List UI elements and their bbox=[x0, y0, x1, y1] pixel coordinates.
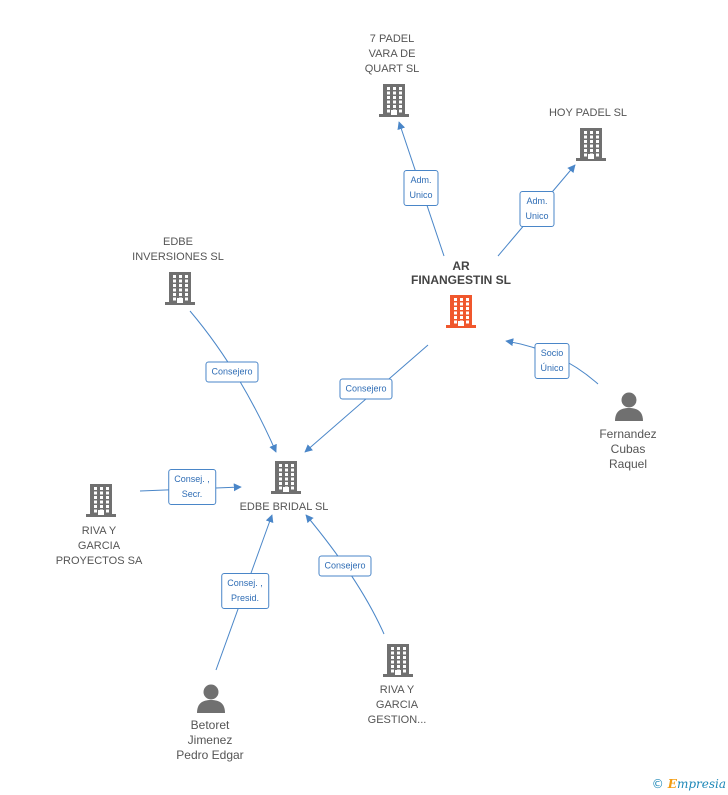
brand-logo-text: mpresia bbox=[676, 777, 726, 791]
node-label-fernandez[interactable]: Fernandez Cubas Raquel bbox=[599, 427, 657, 471]
edge-label-ar-to-hoy[interactable]: Adm. Unico bbox=[519, 191, 555, 227]
person-icon-fernandez[interactable] bbox=[615, 391, 643, 426]
building-icon-edbe-inversiones[interactable] bbox=[165, 272, 195, 310]
node-label-riva-gestion[interactable]: RIVA Y GARCIA GESTION... bbox=[367, 684, 427, 726]
person-icon-betoret[interactable] bbox=[197, 683, 225, 718]
node-label-padel-vara[interactable]: 7 PADEL VARA DE QUART SL bbox=[364, 33, 420, 75]
edge-label-proyectos-to-bridal[interactable]: Consej. , Secr. bbox=[168, 469, 216, 505]
node-label-hoy-padel[interactable]: HOY PADEL SL bbox=[548, 107, 628, 119]
building-icon-ar-finangestin[interactable] bbox=[446, 295, 476, 333]
edge-label-ar-to-bridal[interactable]: Consejero bbox=[339, 378, 393, 400]
building-icon-riva-proyectos[interactable] bbox=[86, 484, 116, 522]
edge-label-betoret-to-bridal[interactable]: Consej. , Presid. bbox=[221, 573, 269, 609]
edge-label-inversiones-to-bridal[interactable]: Consejero bbox=[205, 361, 259, 383]
building-icon-hoy-padel[interactable] bbox=[576, 128, 606, 166]
building-icon-riva-gestion[interactable] bbox=[383, 644, 413, 682]
node-label-betoret[interactable]: Betoret Jimenez Pedro Edgar bbox=[176, 718, 244, 762]
edge-label-gestion-to-bridal[interactable]: Consejero bbox=[318, 555, 372, 577]
building-icon-padel-vara[interactable] bbox=[379, 84, 409, 122]
edge-gestion-to-bridal bbox=[305, 514, 385, 635]
building-icon-edbe-bridal[interactable] bbox=[271, 461, 301, 499]
edge-label-ar-to-padel[interactable]: Adm. Unico bbox=[403, 170, 439, 206]
node-label-edbe-bridal[interactable]: EDBE BRIDAL SL bbox=[239, 501, 329, 513]
brand-logo-letter: E bbox=[667, 777, 677, 791]
node-label-ar-finangestin[interactable]: AR FINANGESTIN SL bbox=[410, 259, 512, 287]
node-label-riva-proyectos[interactable]: RIVA Y GARCIA PROYECTOS SA bbox=[55, 525, 143, 567]
node-label-edbe-inversiones[interactable]: EDBE INVERSIONES SL bbox=[132, 236, 224, 263]
empresia-footer[interactable]: ©Empresia bbox=[652, 777, 726, 791]
edge-label-fernandez-to-ar[interactable]: Socio Único bbox=[534, 343, 570, 379]
copyright-icon: © bbox=[651, 777, 664, 791]
